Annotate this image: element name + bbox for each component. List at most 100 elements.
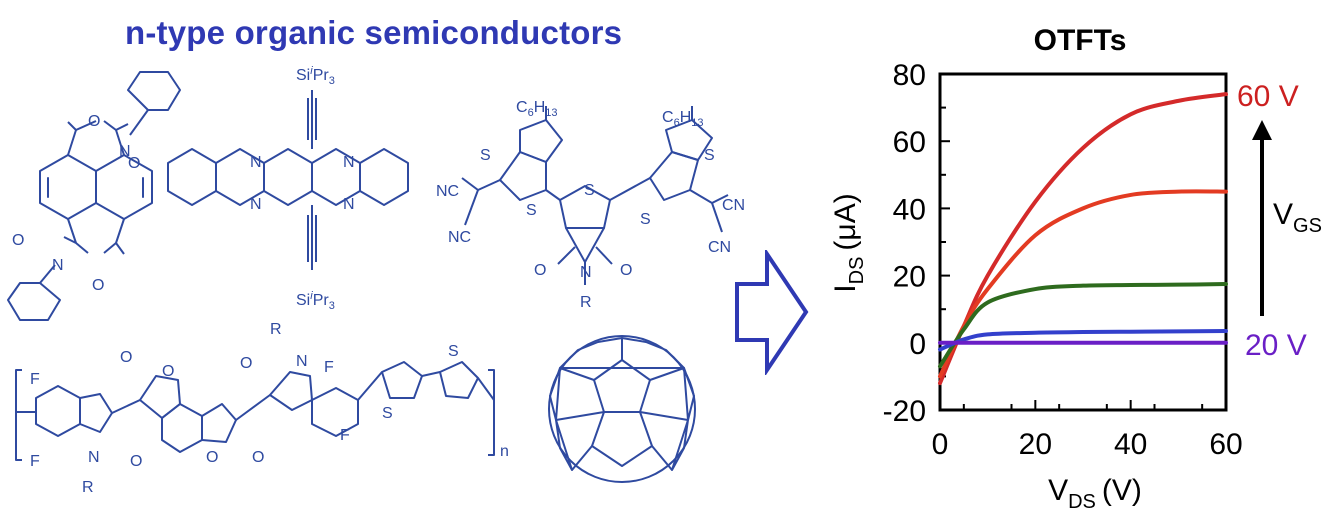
polymer-structure [15,361,495,461]
si-top: Si [296,67,310,84]
y-tick-label: 0 [909,328,926,361]
poly-o-3: O [162,363,174,380]
dye-h-2: H [680,109,692,126]
pentacene-n-4: N [343,196,355,213]
y-tick-label: -20 [883,395,926,428]
dye-6-1: 6 [528,107,534,119]
poly-n-2: N [296,353,308,370]
dye-6-2: 6 [674,117,680,129]
si-bottom-i: i [310,290,313,302]
dye-o-2: O [620,262,632,279]
dye-o-1: O [534,262,546,279]
left-panel-title: n-type organic semiconductors [125,14,623,51]
poly-s-1: S [382,405,393,422]
vgs-label-sub: GS [1293,215,1322,237]
vgs-label-v: V [1273,198,1293,231]
ndi-n-bottom: N [52,257,64,274]
dye-hexyl-right: C6H13 [662,109,704,129]
ndi-n-top: N [119,143,131,160]
series-lines [938,92,1228,386]
poly-f-2: F [30,453,40,470]
y-tick-label: 60 [893,126,926,159]
si-bottom-sub: 3 [329,300,335,312]
dye-13-1: 13 [545,107,557,119]
dye-n: N [580,264,592,281]
y-tick-label: 20 [893,261,926,294]
ndi-o-1: O [88,113,100,130]
y-tick-label: 80 [893,59,926,92]
dye-r: R [580,294,592,311]
dye-nc-2: NC [448,229,471,246]
series-line-1 [938,189,1228,379]
y-tick-label: 40 [893,193,926,226]
poly-n-1: N [88,449,100,466]
si-top-pr: Pr [313,67,330,84]
x-axis-label-v: V [1048,474,1068,507]
svg-text:SiiPr3: SiiPr3 [296,65,335,87]
x-tick-label: 0 [932,428,949,461]
dye-cn-2: CN [708,239,731,256]
poly-n-sub: n [500,443,509,460]
ndi-o-4: O [92,277,104,294]
ndi-o-3: O [12,232,24,249]
x-axis-label-unit: (V) [1102,474,1142,507]
pentacene-n-1: N [250,154,262,171]
chemical-structures: N O O O N O N N N N SiiPr3 SiiPr3 C6H13 … [7,65,745,496]
svg-text:C6H13: C6H13 [662,109,704,129]
dye-cn-1: CN [722,197,745,214]
dye-h-1: H [534,99,546,116]
svg-text:C6H13: C6H13 [516,99,558,119]
si-top-i: i [310,65,313,77]
dye-s-1: S [480,147,491,164]
y-axis-label-i: I [829,284,862,292]
dye-13-2: 13 [691,117,703,129]
outline-right-arrow-icon [735,250,809,375]
poly-r-2: R [270,321,282,338]
dye-s-2: S [526,202,537,219]
dye-c-1: C [516,99,528,116]
si-bottom-pr: Pr [313,292,330,309]
y-axis-label-group: IDS (μA) [829,193,868,292]
si-bottom: Si [296,292,310,309]
thieno-quinoidal-dye-structure [461,106,729,285]
y-axis-label-sub: DS [846,257,868,285]
pentacene-n-2: N [343,154,355,171]
y-axis-label-unit: (μA) [829,193,862,250]
poly-o-5: O [252,449,264,466]
poly-s-2: S [448,343,459,360]
vgs-arrow-head [1252,120,1272,140]
x-tick-label: 40 [1114,428,1147,461]
si-top-group: SiiPr3 [296,65,335,87]
poly-o-6: O [240,355,252,372]
series-label-60v: 60 V [1237,80,1299,113]
series-line-0 [938,92,1228,386]
dye-c-2: C [662,109,674,126]
plot-area [938,72,1228,412]
series-line-2 [938,282,1228,369]
dye-nc-1: NC [436,183,459,200]
x-axis-label-sub: DS [1068,491,1096,513]
series-label-20v: 20 V [1245,329,1307,362]
x-tick-label: 60 [1209,428,1242,461]
naphthalene-diimide-structure [7,71,181,321]
si-bottom-group: SiiPr3 [296,290,335,312]
poly-f-1: F [30,371,40,388]
poly-f-3: F [324,359,334,376]
si-top-sub: 3 [329,75,335,87]
poly-o-2: O [120,349,132,366]
x-axis-label: VDS (V) [1048,474,1142,513]
tips-tetraazapentacene-structure [167,90,409,270]
dye-s-4: S [640,211,651,228]
poly-o-4: O [206,449,218,466]
dye-s-5: S [704,147,715,164]
poly-f-4: F [340,427,350,444]
plot-frame [938,72,1228,412]
chart-title: OTFTs [1034,24,1127,57]
y-axis-label: IDS (μA) [829,193,868,292]
pentacene-n-3: N [250,196,262,213]
svg-text:SiiPr3: SiiPr3 [296,290,335,312]
ndi-o-2: O [128,155,140,172]
arrow-shape [735,250,809,375]
